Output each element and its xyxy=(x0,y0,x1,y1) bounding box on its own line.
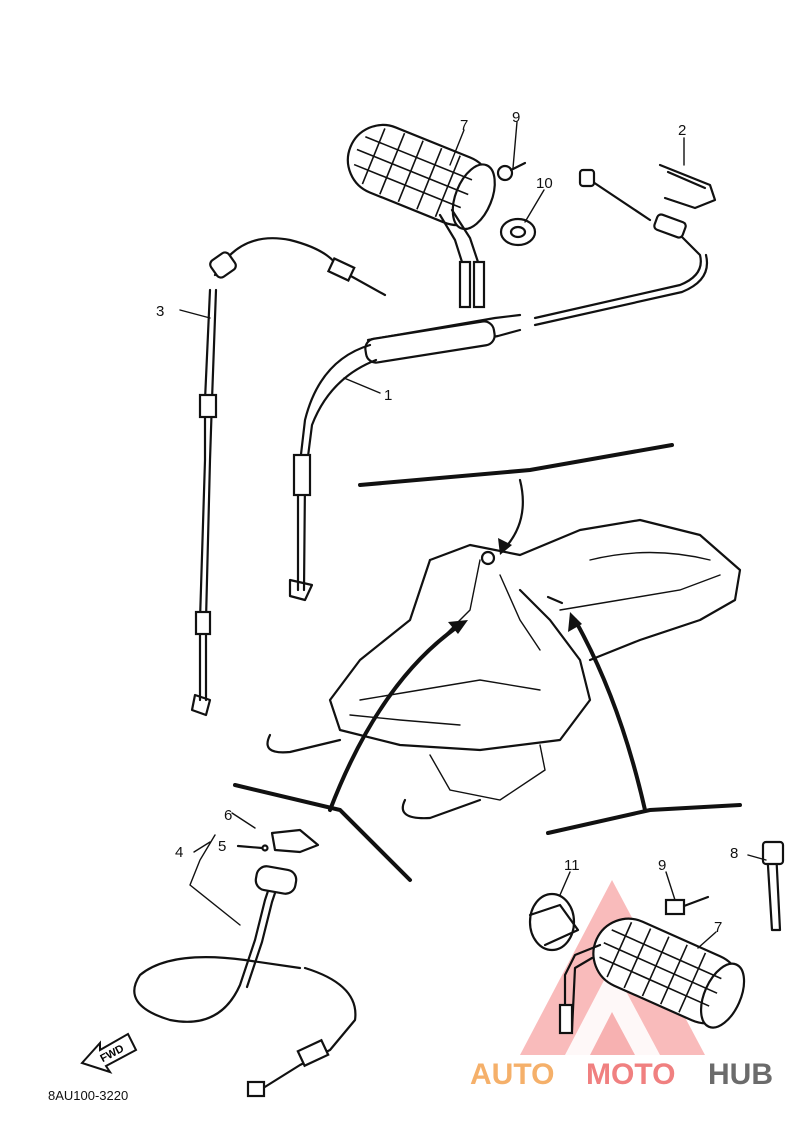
part-7-grip-bottom xyxy=(558,917,746,1035)
callout-10: 10 xyxy=(536,175,553,192)
svg-text:HUB: HUB xyxy=(708,1058,773,1091)
part-7-grip-top xyxy=(346,123,496,309)
part-5-pin xyxy=(236,844,269,852)
part-3-cable xyxy=(190,237,387,717)
callout-9-top: 9 xyxy=(512,109,520,126)
callout-9-bottom: 9 xyxy=(658,857,666,874)
part-10-washer xyxy=(499,217,537,247)
callout-7-top: 7 xyxy=(460,117,468,134)
snowmobile-outline xyxy=(266,518,742,820)
part-2-clip xyxy=(658,163,717,210)
part-4-cable xyxy=(133,834,357,1098)
callout-4: 4 xyxy=(175,844,183,861)
callout-1: 1 xyxy=(384,387,392,404)
callout-2: 2 xyxy=(678,122,686,139)
callout-labels: 1 2 3 4 5 6 7 7 8 9 9 10 11 xyxy=(156,109,738,936)
callout-8: 8 xyxy=(730,845,738,862)
callout-5: 5 xyxy=(218,838,226,855)
part-8-strap xyxy=(761,840,785,932)
part-6-cap xyxy=(270,828,320,854)
callout-3: 3 xyxy=(156,303,164,320)
part-1-cable xyxy=(288,168,709,602)
leader-lines xyxy=(179,121,767,949)
drawing-code: 8AU100-3220 xyxy=(48,1088,128,1103)
svg-text:AUTO: AUTO xyxy=(470,1058,554,1091)
part-11-cap xyxy=(528,892,580,952)
part-9-screw-bottom xyxy=(664,895,710,916)
frame-top xyxy=(358,443,674,487)
watermark-text: AUTO MOTO HUB xyxy=(470,1058,773,1091)
callout-7-bottom: 7 xyxy=(714,919,722,936)
callout-6: 6 xyxy=(224,807,232,824)
fwd-arrow-icon: FWD xyxy=(80,1032,138,1074)
pointer-arrows xyxy=(328,478,647,812)
svg-text:MOTO: MOTO xyxy=(586,1058,675,1091)
part-9-screw-top xyxy=(496,161,527,182)
frame-bottom-right xyxy=(546,803,742,835)
frame-bottom-left xyxy=(233,783,412,882)
callout-11: 11 xyxy=(564,857,580,874)
